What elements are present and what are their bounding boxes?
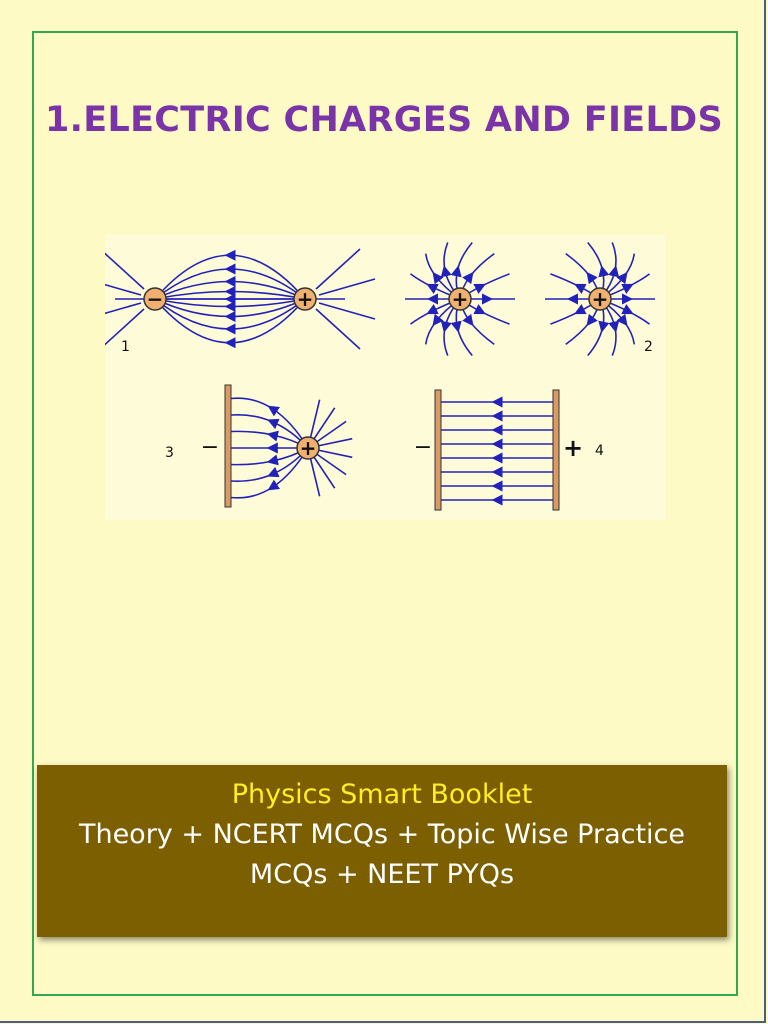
field-line-p1-outer	[105, 283, 142, 296]
charge-sign-p3: +	[300, 436, 317, 460]
field-line-p1-outer	[315, 248, 361, 290]
negative-charge-p1: −	[143, 287, 167, 311]
positive-charge-p1: +	[293, 287, 317, 311]
field-line-p1	[154, 298, 306, 335]
field-line-p1-outer	[105, 252, 145, 290]
field-line-p1	[154, 298, 306, 323]
field-line-p1-outer	[318, 278, 376, 296]
field-line-p1	[154, 298, 306, 313]
field-line-p3	[230, 447, 309, 499]
panel-number-1: 1	[121, 339, 130, 355]
panel-1-dipole: − + 1	[105, 248, 376, 355]
field-lines-figure: − + 1 + + 2	[105, 235, 665, 520]
field-line-p3	[230, 397, 309, 449]
plate-p3	[224, 384, 232, 508]
banner-subtitle-line-1: Theory + NCERT MCQs + Topic Wise Practic…	[78, 819, 686, 850]
charge-sign-pos-p1: +	[297, 287, 314, 311]
positive-charge-p3: +	[296, 436, 320, 460]
field-line-p3	[230, 413, 309, 449]
page-frame	[32, 31, 738, 996]
panel-number-4: 4	[595, 443, 604, 459]
booklet-banner: Physics Smart Booklet Theory + NCERT MCQ…	[37, 765, 727, 937]
panel-2-like-charges: + + 2	[405, 241, 655, 357]
field-line-p1	[154, 275, 306, 300]
plate-left-p4	[434, 389, 442, 511]
panel-number-3: 3	[165, 445, 174, 461]
charge-sign-neg-p1: −	[147, 287, 164, 311]
field-line-p1-outer	[315, 308, 361, 350]
charge-sign-p2a: +	[452, 287, 469, 311]
field-line-p1-outer	[318, 302, 376, 320]
plate-sign-p3: −	[201, 435, 219, 460]
plate-sign-right-p4: +	[563, 434, 583, 462]
panel-4-parallel-plates: − + 4	[414, 389, 604, 511]
panel-3-plate-charge: + − 3	[165, 384, 353, 508]
field-line-p3	[230, 447, 309, 466]
positive-charge-p2a: +	[448, 287, 472, 311]
field-line-p1-outer	[105, 308, 145, 346]
plate-sign-left-p4: −	[414, 435, 432, 460]
banner-title: Physics Smart Booklet	[231, 779, 533, 810]
positive-charge-p2b: +	[588, 287, 612, 311]
field-line-p1	[154, 298, 306, 349]
field-line-p3	[230, 430, 309, 449]
field-line-p1	[154, 249, 306, 300]
field-line-p1-outer	[105, 302, 142, 315]
field-line-p3	[230, 447, 309, 483]
charge-sign-p2b: +	[592, 287, 609, 311]
field-line-p1	[154, 285, 306, 300]
plate-right-p4	[552, 389, 560, 511]
field-line-p1	[154, 263, 306, 300]
banner-subtitle-line-2: MCQs + NEET PYQs	[249, 859, 515, 890]
panel-number-2: 2	[644, 339, 653, 355]
page-title: 1.ELECTRIC CHARGES AND FIELDS	[45, 100, 723, 140]
